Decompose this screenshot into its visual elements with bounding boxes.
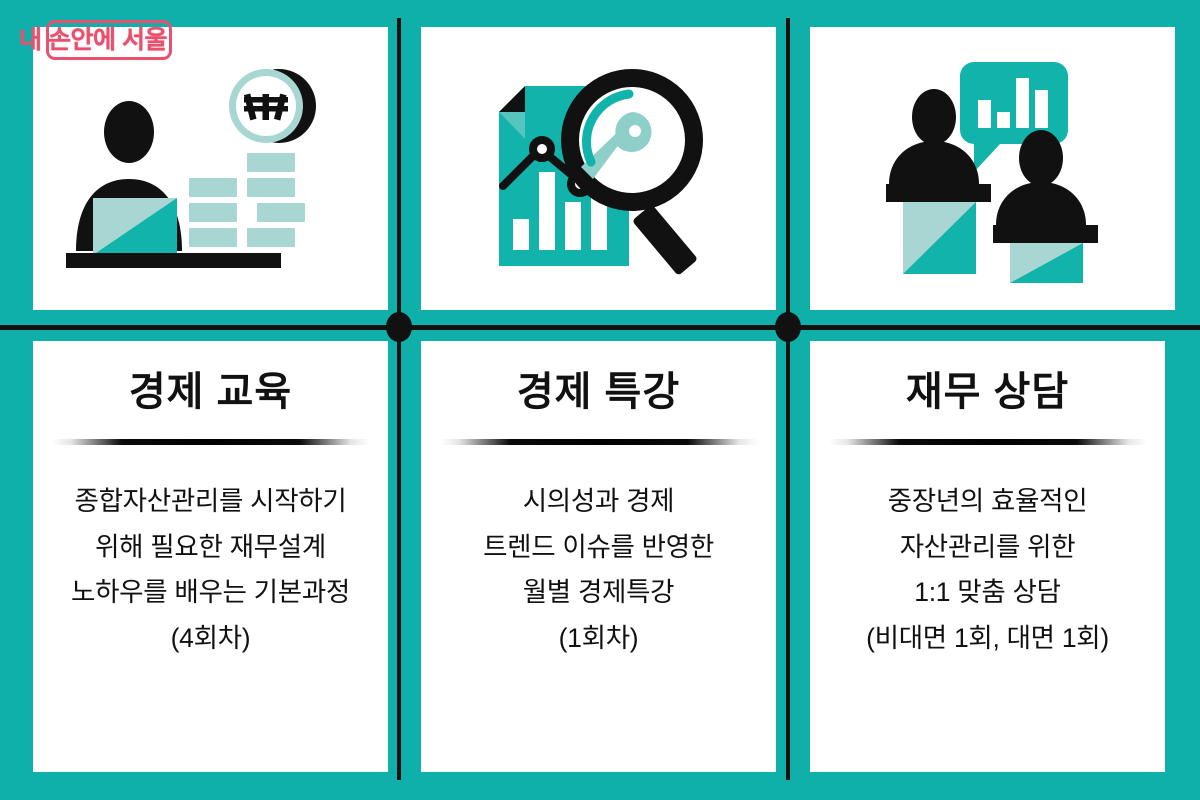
desc-line: (비대면 1회, 대면 1회) — [866, 622, 1109, 653]
icon2-svg — [498, 68, 703, 274]
desc-line: 시의성과 경제 — [522, 486, 675, 516]
logo-bracket-shape — [46, 20, 172, 60]
text-card-economy-lecture: 경제 특강 시의성과 경제 트렌드 이슈를 반영한 월별 경제특강 (1회차) — [421, 341, 776, 772]
two-people-desk-speech-bubble-icon — [810, 27, 1175, 310]
title-divider — [439, 439, 758, 445]
brand-logo: 내 손안에 서울 — [16, 20, 176, 60]
divider-joint-right — [775, 312, 801, 342]
desc-line: 중장년의 효율적인 — [887, 486, 1088, 516]
icon3-svg — [885, 61, 1098, 283]
horizontal-divider — [0, 325, 1200, 330]
person-laptop-won-chart-icon — [33, 27, 388, 310]
text-card-financial-consulting: 재무 상담 중장년의 효율적인 자산관리를 위한 1:1 맞춤 상담 (비대면 … — [810, 341, 1165, 772]
card-title: 경제 교육 — [128, 370, 293, 414]
desc-line: 자산관리를 위한 — [899, 531, 1076, 562]
icon-card-financial-consulting — [810, 27, 1175, 310]
desc-line: (4회차) — [170, 622, 251, 653]
vertical-divider-left — [397, 18, 401, 780]
document-chart-magnifier-icon — [421, 27, 776, 310]
logo-label: 내 손안에 서울 — [19, 26, 167, 54]
title-divider — [828, 439, 1147, 445]
card-description: 종합자산관리를 시작하기 위해 필요한 재무설계 노하우를 배우는 기본과정 (… — [61, 479, 360, 661]
desc-line: (1회차) — [558, 622, 639, 653]
card-title: 경제 특강 — [516, 370, 681, 414]
desc-line: 트렌드 이슈를 반영한 — [483, 531, 714, 562]
icon-card-economy-lecture — [421, 27, 776, 310]
desc-line: 월별 경제특강 — [522, 577, 675, 608]
text-card-economy-education: 경제 교육 종합자산관리를 시작하기 위해 필요한 재무설계 노하우를 배우는 … — [33, 341, 388, 772]
desc-line: 종합자산관리를 시작하기 — [74, 486, 347, 516]
desc-line: 위해 필요한 재무설계 — [95, 531, 326, 562]
desc-line: 노하우를 배우는 기본과정 — [70, 577, 350, 608]
desc-line: 1:1 맞춤 상담 — [914, 577, 1061, 608]
icon-card-economy-education — [33, 27, 388, 310]
icon1-svg — [65, 69, 316, 268]
divider-joint-left — [386, 312, 412, 342]
vertical-divider-right — [786, 18, 790, 780]
card-description: 시의성과 경제 트렌드 이슈를 반영한 월별 경제특강 (1회차) — [473, 479, 724, 661]
title-divider — [51, 439, 370, 445]
card-title: 재무 상담 — [905, 370, 1070, 414]
card-description: 중장년의 효율적인 자산관리를 위한 1:1 맞춤 상담 (비대면 1회, 대면… — [856, 479, 1119, 661]
